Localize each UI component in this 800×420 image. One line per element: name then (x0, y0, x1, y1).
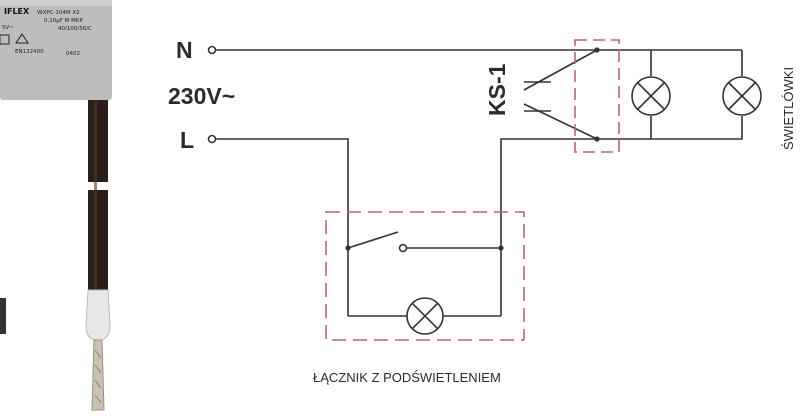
lamps-label: ŚWIETLÓWKI (781, 67, 796, 150)
capacitor-date-code: 0402 (66, 51, 80, 57)
relay-contact-upper (523, 49, 598, 91)
neutral-label: N (176, 37, 193, 63)
switch-caption: ŁĄCZNIK Z PODŚWIETLENIEM (313, 370, 501, 385)
capacitor-voltage: 5V~ (2, 25, 14, 31)
fluorescent-lamp-2-icon (722, 76, 762, 116)
switch-indicator-lamp-icon (406, 297, 444, 335)
neutral-terminal (207, 45, 217, 55)
line-label: L (180, 127, 194, 153)
return-wire (500, 138, 597, 316)
switch-box (325, 211, 525, 341)
certification-icon (0, 33, 29, 45)
ferrule-sleeve (85, 289, 111, 341)
capacitor-photo: IFLEX WXPC-104M X2 0,10μF M MKP 5V~ 40/1… (0, 0, 112, 411)
capacitor-model: WXPC-104M X2 (37, 10, 80, 16)
relay-label: KS-1 (484, 63, 510, 116)
relay-contact-lower (523, 103, 598, 140)
capacitor-brand: IFLEX (4, 7, 30, 16)
relay-terminal-box (574, 39, 620, 153)
capacitor-body (0, 0, 112, 100)
switch-contact (398, 243, 408, 253)
junctions (345, 47, 600, 251)
wires (207, 45, 743, 317)
lamp-bottom-bus (597, 116, 743, 140)
photo-edge-block (0, 298, 6, 334)
capacitor-lead (88, 100, 108, 182)
line-wire (216, 138, 349, 316)
fluorescent-lamp-1-icon (631, 76, 671, 116)
capacitor-climate: 40/100/56/C (58, 26, 92, 32)
voltage-label: 230V~ (168, 83, 235, 109)
switch-blade (347, 231, 399, 249)
capacitor-spec: 0,10μF M MKP (44, 18, 84, 24)
line-terminal (207, 134, 217, 144)
capacitor-cert: EN132400 (15, 49, 44, 55)
capacitor-lead-lower (88, 190, 108, 290)
